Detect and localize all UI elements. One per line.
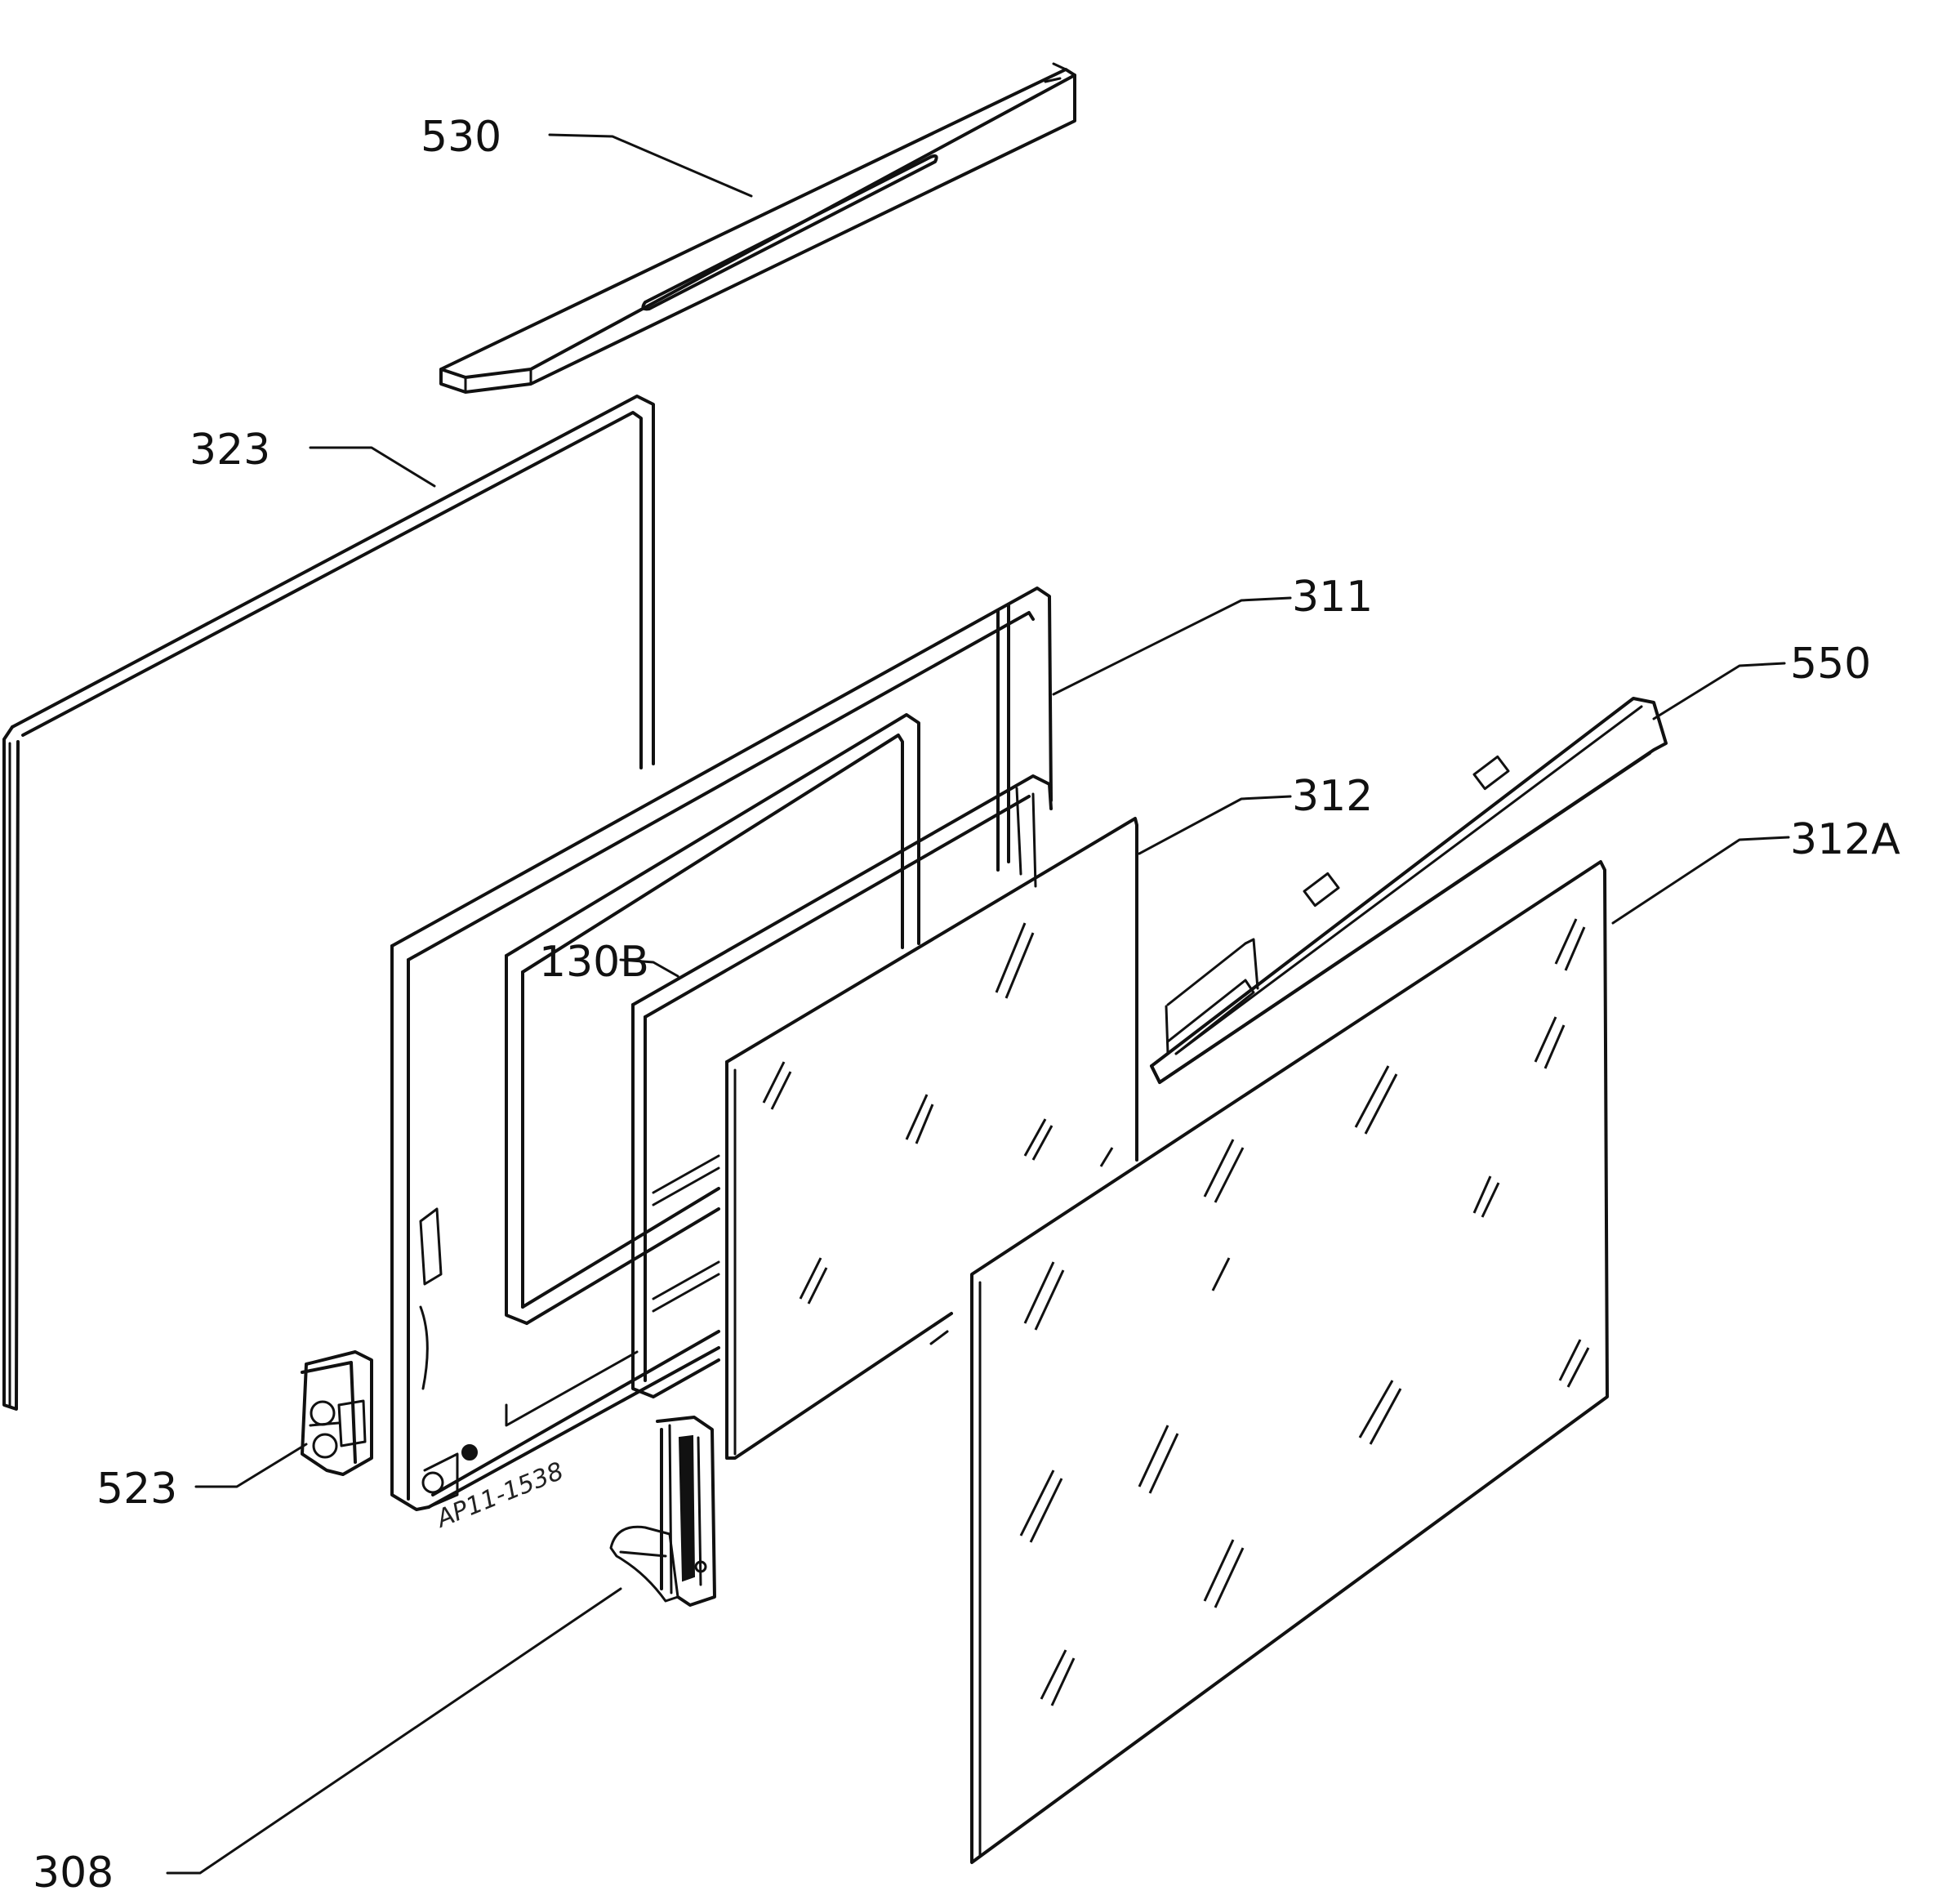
label-523: 523: [96, 1465, 177, 1514]
label-312: 312: [1292, 772, 1373, 821]
leader-323: [309, 446, 436, 488]
label-311: 311: [1292, 573, 1373, 622]
leader-lines: [166, 133, 1790, 1875]
label-530: 530: [421, 113, 501, 162]
part-311-inner-frame: [390, 586, 1053, 1511]
glass-reflection-marks: [762, 922, 1114, 1305]
label-323: 323: [189, 426, 270, 475]
label-130B: 130B: [539, 938, 649, 987]
part-550-handle-profile: [1150, 697, 1668, 1084]
leader-311: [1052, 596, 1292, 696]
label-308: 308: [33, 1849, 114, 1891]
leader-130B: [619, 958, 679, 978]
leader-308: [166, 1587, 622, 1875]
part-312A-outer-glass: [970, 860, 1609, 1864]
part-530-trim-strip: [439, 62, 1076, 394]
label-550: 550: [1790, 640, 1871, 689]
leader-312A: [1611, 836, 1790, 925]
leader-312-glass-hidden-edge: [929, 1330, 949, 1345]
label-312A: 312A: [1790, 815, 1900, 864]
part-312-inner-glass: [725, 817, 1138, 1460]
part-308-hinge: [609, 1416, 716, 1607]
part-323-door-seal: [2, 395, 655, 1411]
leader-312: [1138, 795, 1292, 855]
leader-530: [548, 133, 753, 198]
part-130B-glass-gasket: [631, 774, 1053, 1398]
glass-reflection-marks: [1019, 918, 1590, 1706]
leader-550: [1652, 662, 1786, 720]
leader-523: [194, 1443, 308, 1488]
part-523-hinge-bracket: [301, 1350, 373, 1476]
